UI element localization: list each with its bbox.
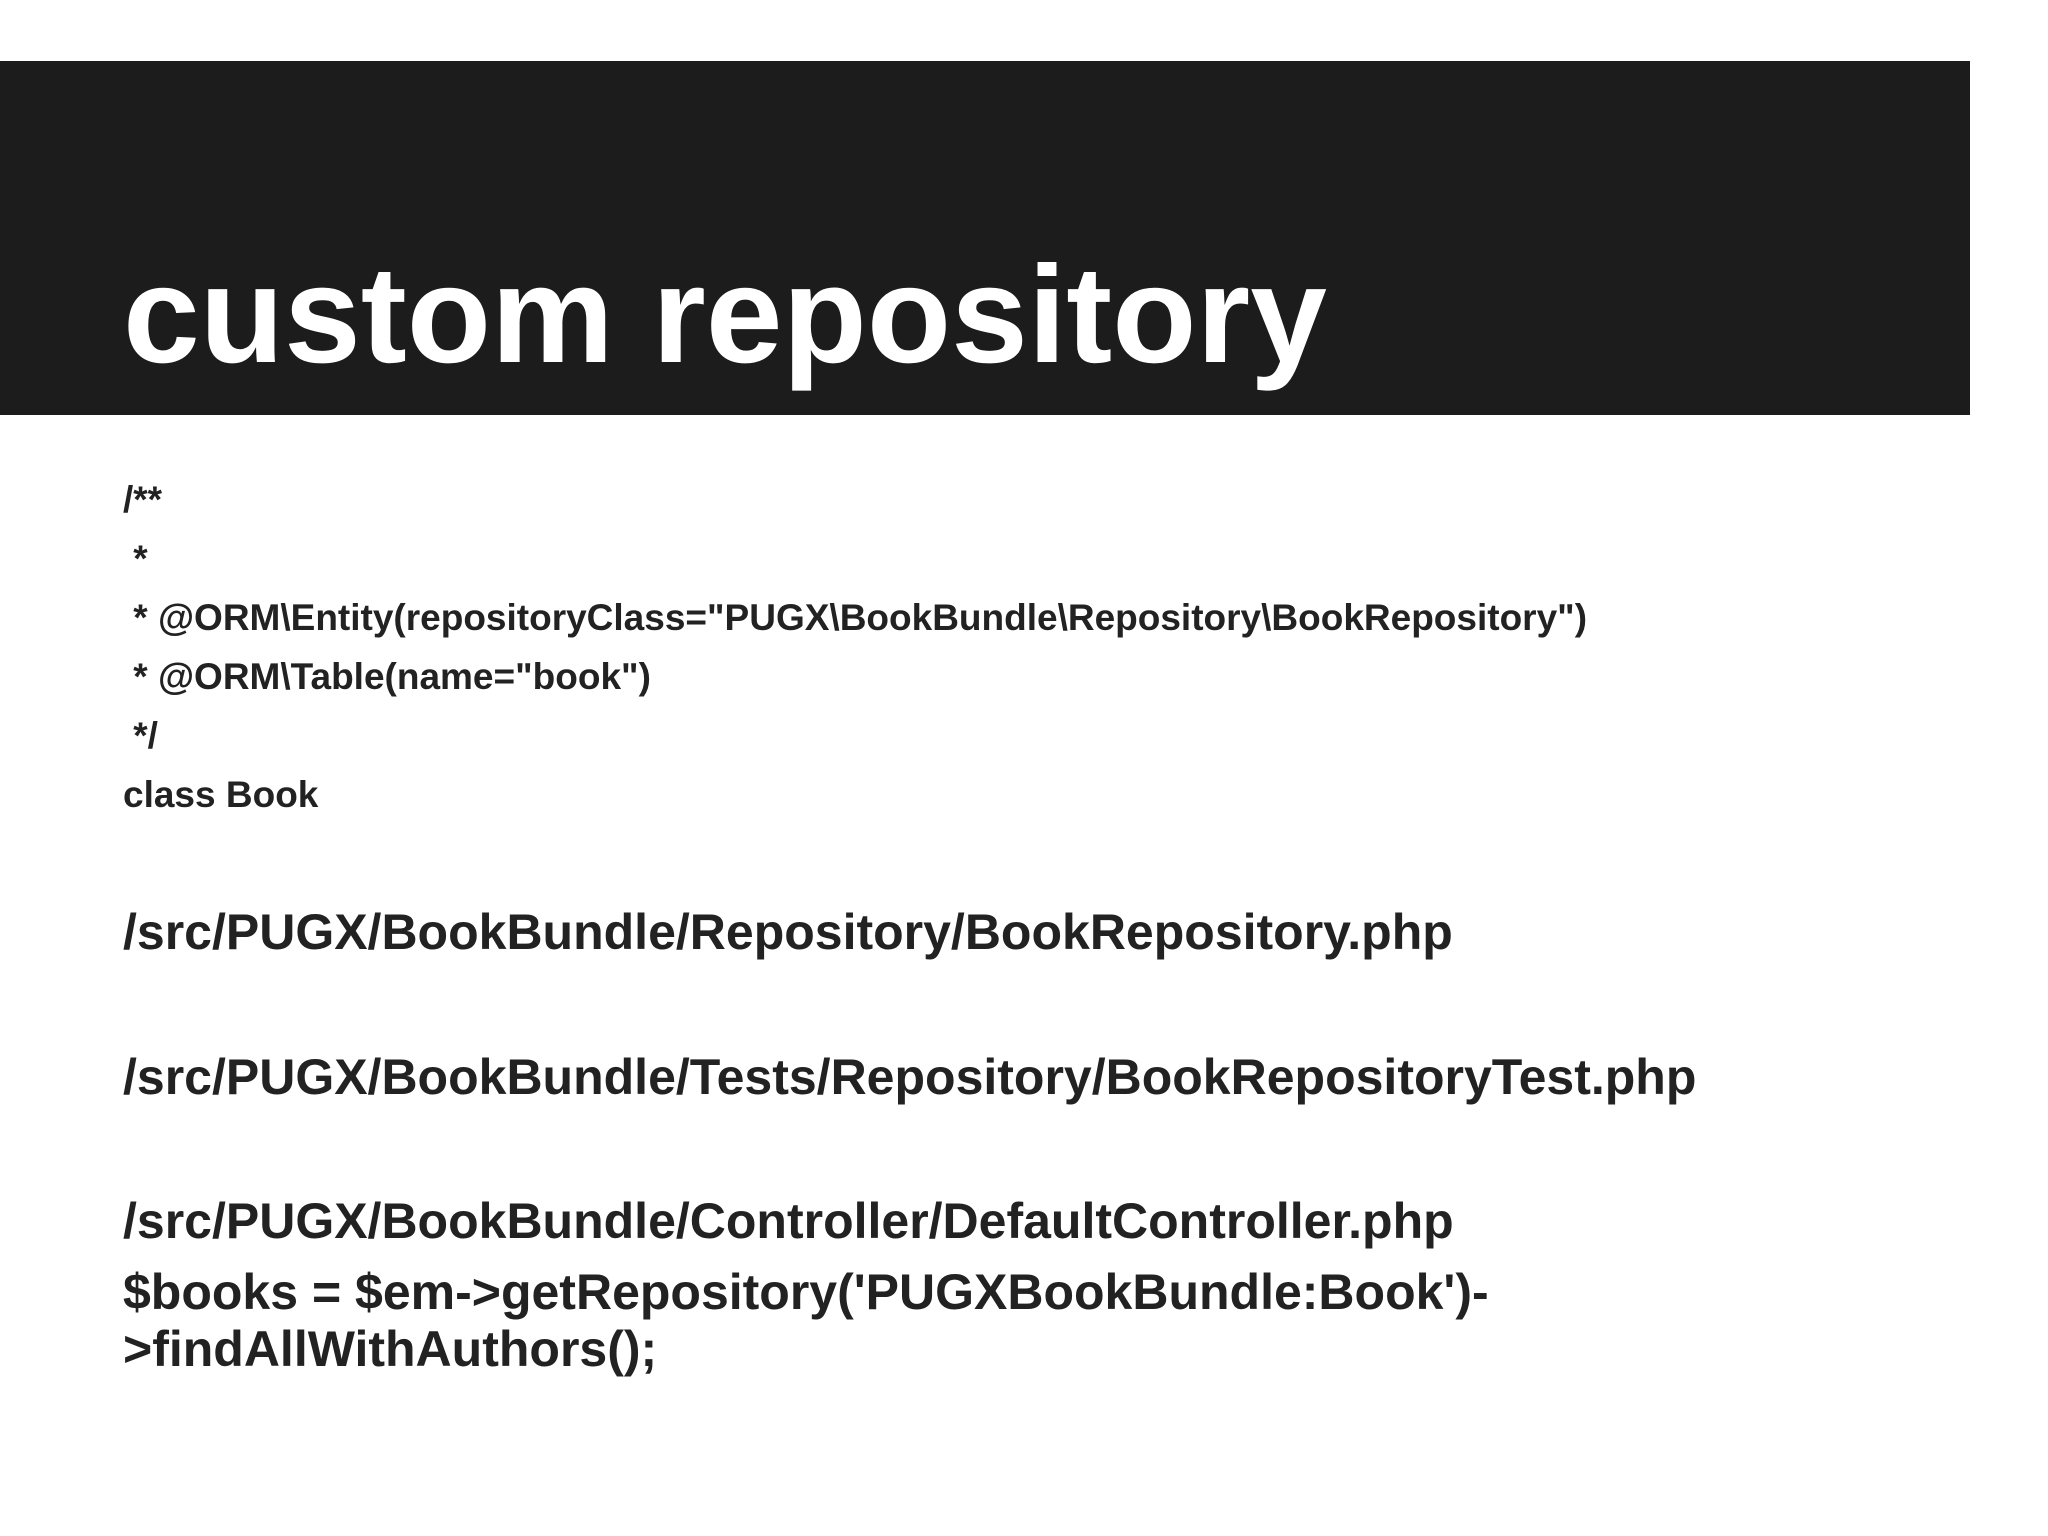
repository-test-file-path: /src/PUGX/BookBundle/Tests/Repository/Bo…	[123, 1049, 1697, 1105]
code-line: * @ORM\Table(name="book")	[123, 656, 651, 697]
code-line: */	[123, 715, 158, 756]
repository-file-path: /src/PUGX/BookBundle/Repository/BookRepo…	[123, 904, 1453, 960]
slide-title: custom repository	[123, 238, 1327, 392]
snippet-line: $books = $em->getRepository('PUGXBookBun…	[123, 1264, 1489, 1320]
title-bar	[0, 61, 1970, 415]
code-line: class Book	[123, 774, 319, 815]
code-line: * @ORM\Entity(repositoryClass="PUGX\Book…	[123, 597, 1588, 638]
code-line: *	[123, 538, 148, 579]
snippet-line: >findAllWithAuthors();	[123, 1321, 658, 1377]
code-line: /**	[123, 479, 163, 520]
entity-annotation-code: /** * * @ORM\Entity(repositoryClass="PUG…	[123, 470, 1587, 824]
controller-code-snippet: $books = $em->getRepository('PUGXBookBun…	[123, 1264, 1489, 1378]
controller-file-path: /src/PUGX/BookBundle/Controller/DefaultC…	[123, 1193, 1454, 1249]
